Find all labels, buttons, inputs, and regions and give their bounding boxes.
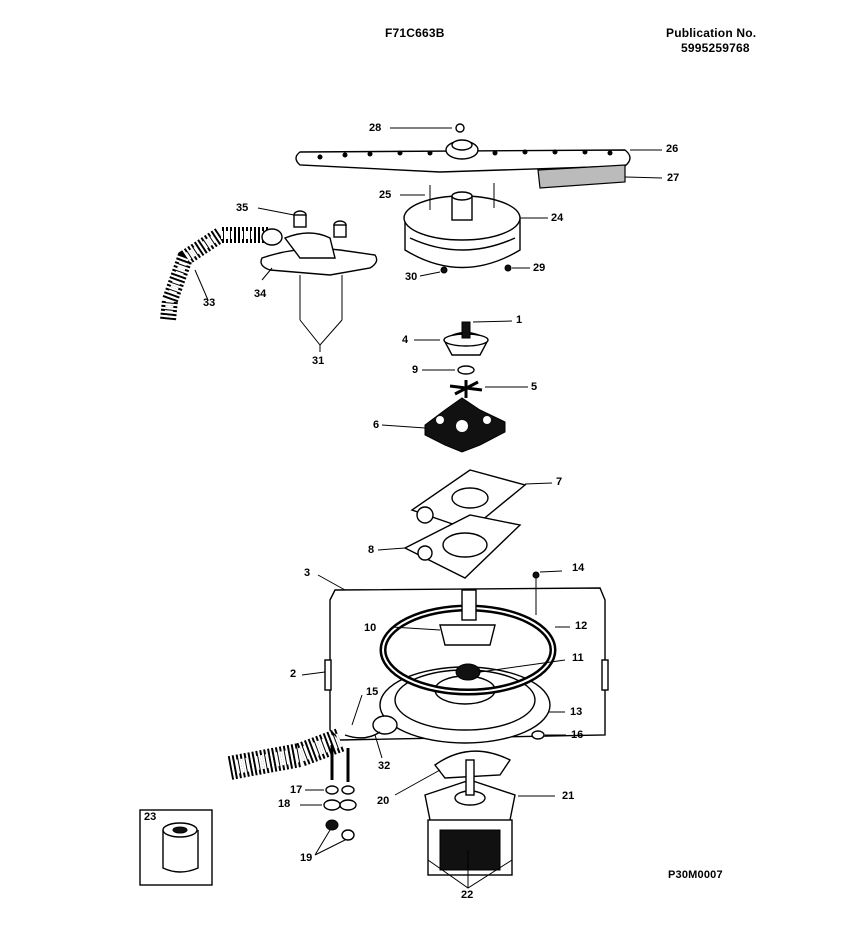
label-6: 6 xyxy=(373,419,380,431)
part-28-nut xyxy=(390,123,465,133)
label-9: 9 xyxy=(412,364,419,376)
part-24-housing xyxy=(400,183,548,277)
part-10-rotor xyxy=(391,589,496,646)
label-14: 14 xyxy=(572,562,585,574)
label-11: 11 xyxy=(572,652,584,664)
label-17: 17 xyxy=(290,784,303,796)
part-23-filter xyxy=(139,809,213,886)
label-15: 15 xyxy=(366,686,379,698)
label-34: 34 xyxy=(254,288,267,300)
label-3: 3 xyxy=(304,567,311,579)
part-8-gasket xyxy=(377,514,522,579)
label-33: 33 xyxy=(203,297,216,309)
label-30: 30 xyxy=(405,271,418,283)
label-10: 10 xyxy=(364,622,377,634)
publication-number: 5995259768 xyxy=(681,41,750,55)
label-27: 27 xyxy=(667,172,680,184)
label-26: 26 xyxy=(666,143,679,155)
part-33-hose xyxy=(160,227,268,321)
label-5: 5 xyxy=(531,381,538,393)
publication-label: Publication No. xyxy=(666,26,757,40)
model-number: F71C663B xyxy=(385,26,445,40)
part-34-manifold xyxy=(257,207,378,352)
label-7: 7 xyxy=(556,476,563,488)
label-31: 31 xyxy=(312,355,325,367)
part-26-spray-arm xyxy=(295,139,662,173)
part-9-ring xyxy=(422,365,475,375)
part-21-motor xyxy=(424,759,555,889)
label-25: 25 xyxy=(379,189,392,201)
label-35: 35 xyxy=(236,202,249,214)
label-18: 18 xyxy=(278,798,291,810)
part-7-plate xyxy=(410,469,553,531)
label-2: 2 xyxy=(290,668,297,680)
label-12: 12 xyxy=(575,620,588,632)
label-29: 29 xyxy=(533,262,546,274)
part-11-bearing xyxy=(455,659,566,681)
label-21: 21 xyxy=(562,790,575,802)
part-14-pin xyxy=(532,570,563,615)
label-22: 22 xyxy=(461,889,474,901)
part-32-drain-hose xyxy=(227,694,398,780)
part-27-deflector xyxy=(537,164,663,189)
part-6-pump xyxy=(381,397,506,453)
diagram-code: P30M0007 xyxy=(668,869,723,881)
label-28: 28 xyxy=(369,122,382,134)
label-19: 19 xyxy=(300,852,313,864)
label-23: 23 xyxy=(144,811,157,823)
label-13: 13 xyxy=(570,706,583,718)
label-1: 1 xyxy=(516,314,523,326)
label-24: 24 xyxy=(551,212,564,224)
label-20: 20 xyxy=(377,795,390,807)
part-17-19-fasteners xyxy=(300,745,357,856)
label-4: 4 xyxy=(402,334,409,346)
label-32: 32 xyxy=(378,760,391,772)
part-16-bolt xyxy=(531,730,566,740)
part-5-impeller xyxy=(449,380,528,398)
label-16: 16 xyxy=(571,729,584,741)
label-8: 8 xyxy=(368,544,375,556)
part-4-cap xyxy=(414,320,513,356)
